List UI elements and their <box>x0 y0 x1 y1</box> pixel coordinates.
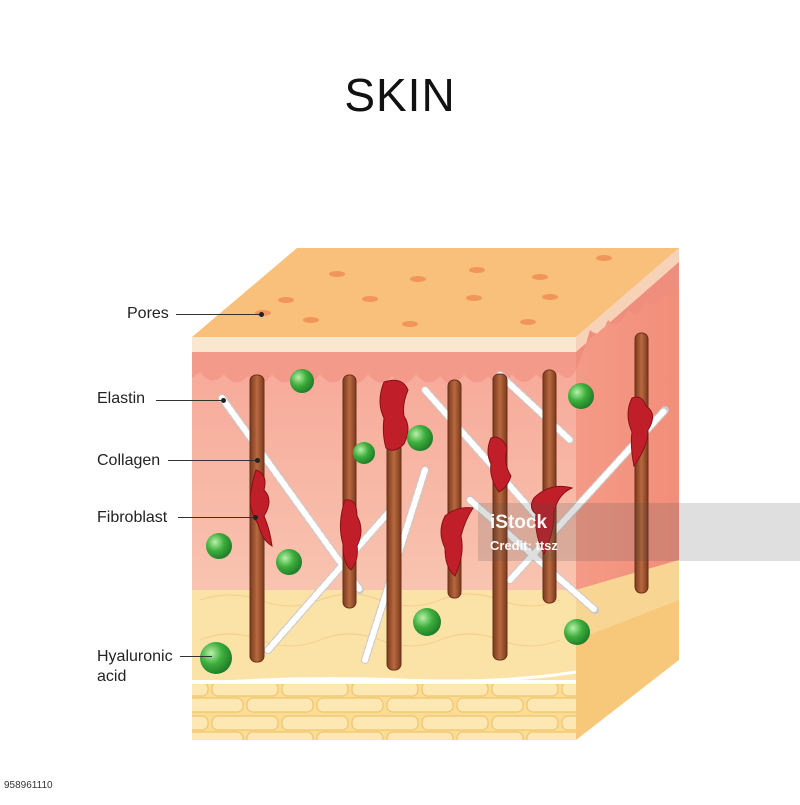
epidermis-wave-right <box>576 262 679 370</box>
leader-elastin <box>156 400 222 401</box>
leader-dot-elastin <box>221 398 226 403</box>
watermark-credit: Credit: ttsz <box>490 538 558 553</box>
leader-dot-fibroblast <box>253 515 258 520</box>
leader-fibroblast <box>178 517 254 518</box>
dermis-right <box>576 262 679 590</box>
watermark-band <box>478 503 800 561</box>
stock-id: 958961110 <box>4 780 53 791</box>
label-hyaluronic-line1: Hyaluronic <box>97 648 173 665</box>
label-collagen: Collagen <box>97 452 161 469</box>
watermark-logo: iStock <box>490 512 548 533</box>
pores <box>255 255 612 327</box>
label-hyaluronic-line2: acid <box>97 668 127 685</box>
fibroblasts <box>249 379 653 577</box>
label-pores: Pores <box>127 305 169 322</box>
leader-hyaluronic-acid <box>180 656 212 657</box>
diagram-title: SKIN <box>344 69 456 121</box>
fat-layer-top <box>192 590 576 680</box>
fat-layer-right-top <box>576 560 679 640</box>
leader-collagen <box>168 460 256 461</box>
leader-dot-pores <box>259 312 264 317</box>
skin-surface <box>192 248 679 337</box>
label-elastin: Elastin <box>97 390 146 407</box>
membrane-line <box>191 670 577 686</box>
surface-edge-right <box>576 248 679 352</box>
leader-pores <box>176 314 260 315</box>
fat-layer <box>192 684 576 740</box>
leader-dot-collagen <box>255 458 260 463</box>
epidermis-wave <box>192 352 576 384</box>
surface-edge <box>192 337 576 352</box>
label-hyaluronic-acid: Hyaluronic acid <box>97 647 173 687</box>
label-fibroblast: Fibroblast <box>97 509 168 526</box>
hyaluronic-acid-spheres <box>200 369 594 674</box>
